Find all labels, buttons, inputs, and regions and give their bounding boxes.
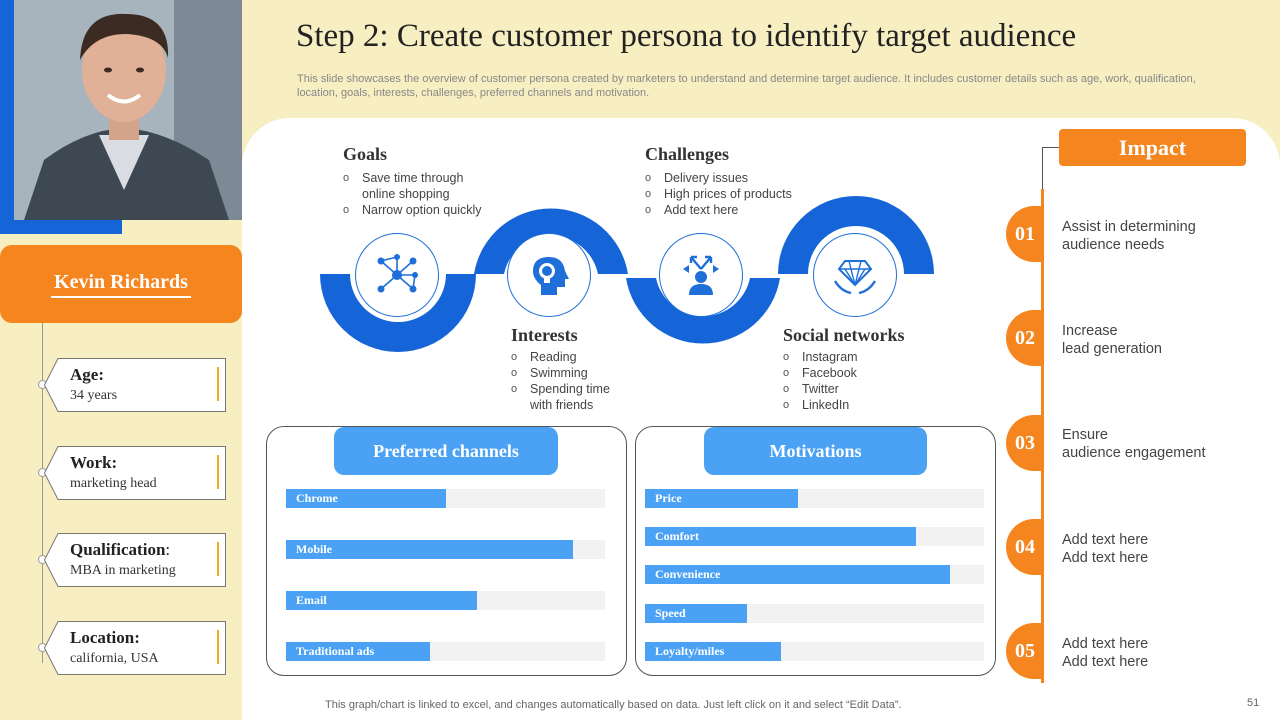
person-portrait-icon [14, 0, 242, 220]
detail-location: Location: california, USA [44, 621, 226, 675]
interests-title: Interests [511, 325, 578, 345]
bar-track: Comfort [645, 527, 984, 546]
bar-label: Chrome [296, 491, 338, 505]
list-item: Facebook [783, 365, 858, 381]
detail-age: Age: 34 years [44, 358, 226, 412]
bar [645, 565, 951, 584]
interests-list: Reading Swimming Spending time with frie… [511, 349, 610, 413]
challenges-icon-circle [659, 233, 743, 317]
bar-track: Chrome [286, 489, 605, 508]
impact-connector [1042, 147, 1059, 148]
detail-marker [217, 542, 219, 576]
persona-panel: Kevin Richards Age: 34 years Work: marke… [0, 0, 242, 720]
impact-connector [1042, 147, 1043, 189]
page-title: Step 2: Create customer persona to ident… [296, 18, 1077, 54]
person-arrows-icon [683, 255, 719, 295]
detail-marker [217, 367, 219, 401]
detail-marker [217, 455, 219, 489]
page-number: 51 [1247, 697, 1260, 709]
detail-label: Qualification: [70, 540, 171, 559]
list-item: Reading [511, 349, 610, 365]
bar-label: Speed [655, 606, 686, 620]
diamond-hands-icon [833, 260, 877, 295]
bar-label: Comfort [655, 529, 699, 543]
bar-label: Traditional ads [296, 644, 375, 658]
list-item: online shopping [362, 187, 450, 201]
challenges-list: Delivery issues High prices of products … [645, 170, 792, 218]
persona-photo [14, 0, 242, 220]
interests-icon-circle [507, 233, 591, 317]
bar [645, 604, 747, 623]
list-item: Twitter [783, 381, 858, 397]
list-item: Add text here [645, 202, 792, 218]
persona-name-box: Kevin Richards [0, 245, 242, 323]
detail-value: marketing head [70, 476, 157, 491]
bar-track: Traditional ads [286, 642, 605, 661]
bar [645, 489, 798, 508]
bar-label: Mobile [296, 542, 332, 556]
detail-value: 34 years [70, 388, 118, 403]
page-subtitle: This slide showcases the overview of cus… [297, 73, 1196, 99]
detail-value: california, USA [70, 651, 159, 666]
social-title: Social networks [783, 325, 905, 345]
list-item: Delivery issues [645, 170, 792, 186]
bar-label: Price [655, 491, 682, 505]
footnote: This graph/chart is linked to excel, and… [325, 699, 902, 711]
persona-name: Kevin Richards [51, 271, 191, 298]
bar-track: Price [645, 489, 984, 508]
bar-track: Speed [645, 604, 984, 623]
detail-qualification: Qualification: MBA in marketing [44, 533, 226, 587]
list-item: Save time through [343, 170, 482, 186]
social-list: Instagram Facebook Twitter LinkedIn [783, 349, 858, 413]
challenges-title: Challenges [645, 144, 730, 164]
bar [286, 642, 430, 661]
impact-timeline-line [1041, 189, 1044, 683]
goals-list: Save time through online shopping Narrow… [343, 170, 482, 218]
detail-marker [217, 630, 219, 664]
detail-label: Location: [70, 628, 140, 647]
bar-track: Email [286, 591, 605, 610]
detail-label: Work: [70, 453, 118, 472]
bar [286, 540, 574, 559]
list-item: Instagram [783, 349, 858, 365]
detail-value: MBA in marketing [70, 563, 176, 578]
detail-label: Age: [70, 365, 104, 384]
timeline-line [42, 323, 43, 663]
goals-title: Goals [343, 144, 388, 164]
bar [645, 642, 781, 661]
wave-connector [320, 196, 934, 352]
list-item: with friends [530, 398, 594, 412]
social-icon-circle [813, 233, 897, 317]
bar [645, 527, 917, 546]
bar-track: Mobile [286, 540, 605, 559]
list-item: LinkedIn [783, 397, 858, 413]
bar-track: Loyalty/miles [645, 642, 984, 661]
impact-title: Impact [1059, 129, 1246, 166]
list-item: Narrow option quickly [343, 202, 482, 218]
bar-track: Convenience [645, 565, 984, 584]
list-item: High prices of products [645, 186, 792, 202]
bar-label: Email [296, 593, 327, 607]
head-bulb-icon [533, 257, 569, 295]
bar-label: Loyalty/miles [655, 644, 725, 658]
motivations-title: Motivations [704, 427, 927, 475]
goals-icon-circle [355, 233, 439, 317]
network-icon [377, 254, 418, 293]
bar [286, 591, 478, 610]
detail-work: Work: marketing head [44, 446, 226, 500]
list-item: Swimming [511, 365, 610, 381]
list-item: Spending time [511, 381, 610, 397]
bar [286, 489, 446, 508]
preferred-channels-title: Preferred channels [334, 427, 558, 475]
impact-number: 02 [1006, 310, 1042, 366]
bar-label: Convenience [655, 567, 721, 581]
